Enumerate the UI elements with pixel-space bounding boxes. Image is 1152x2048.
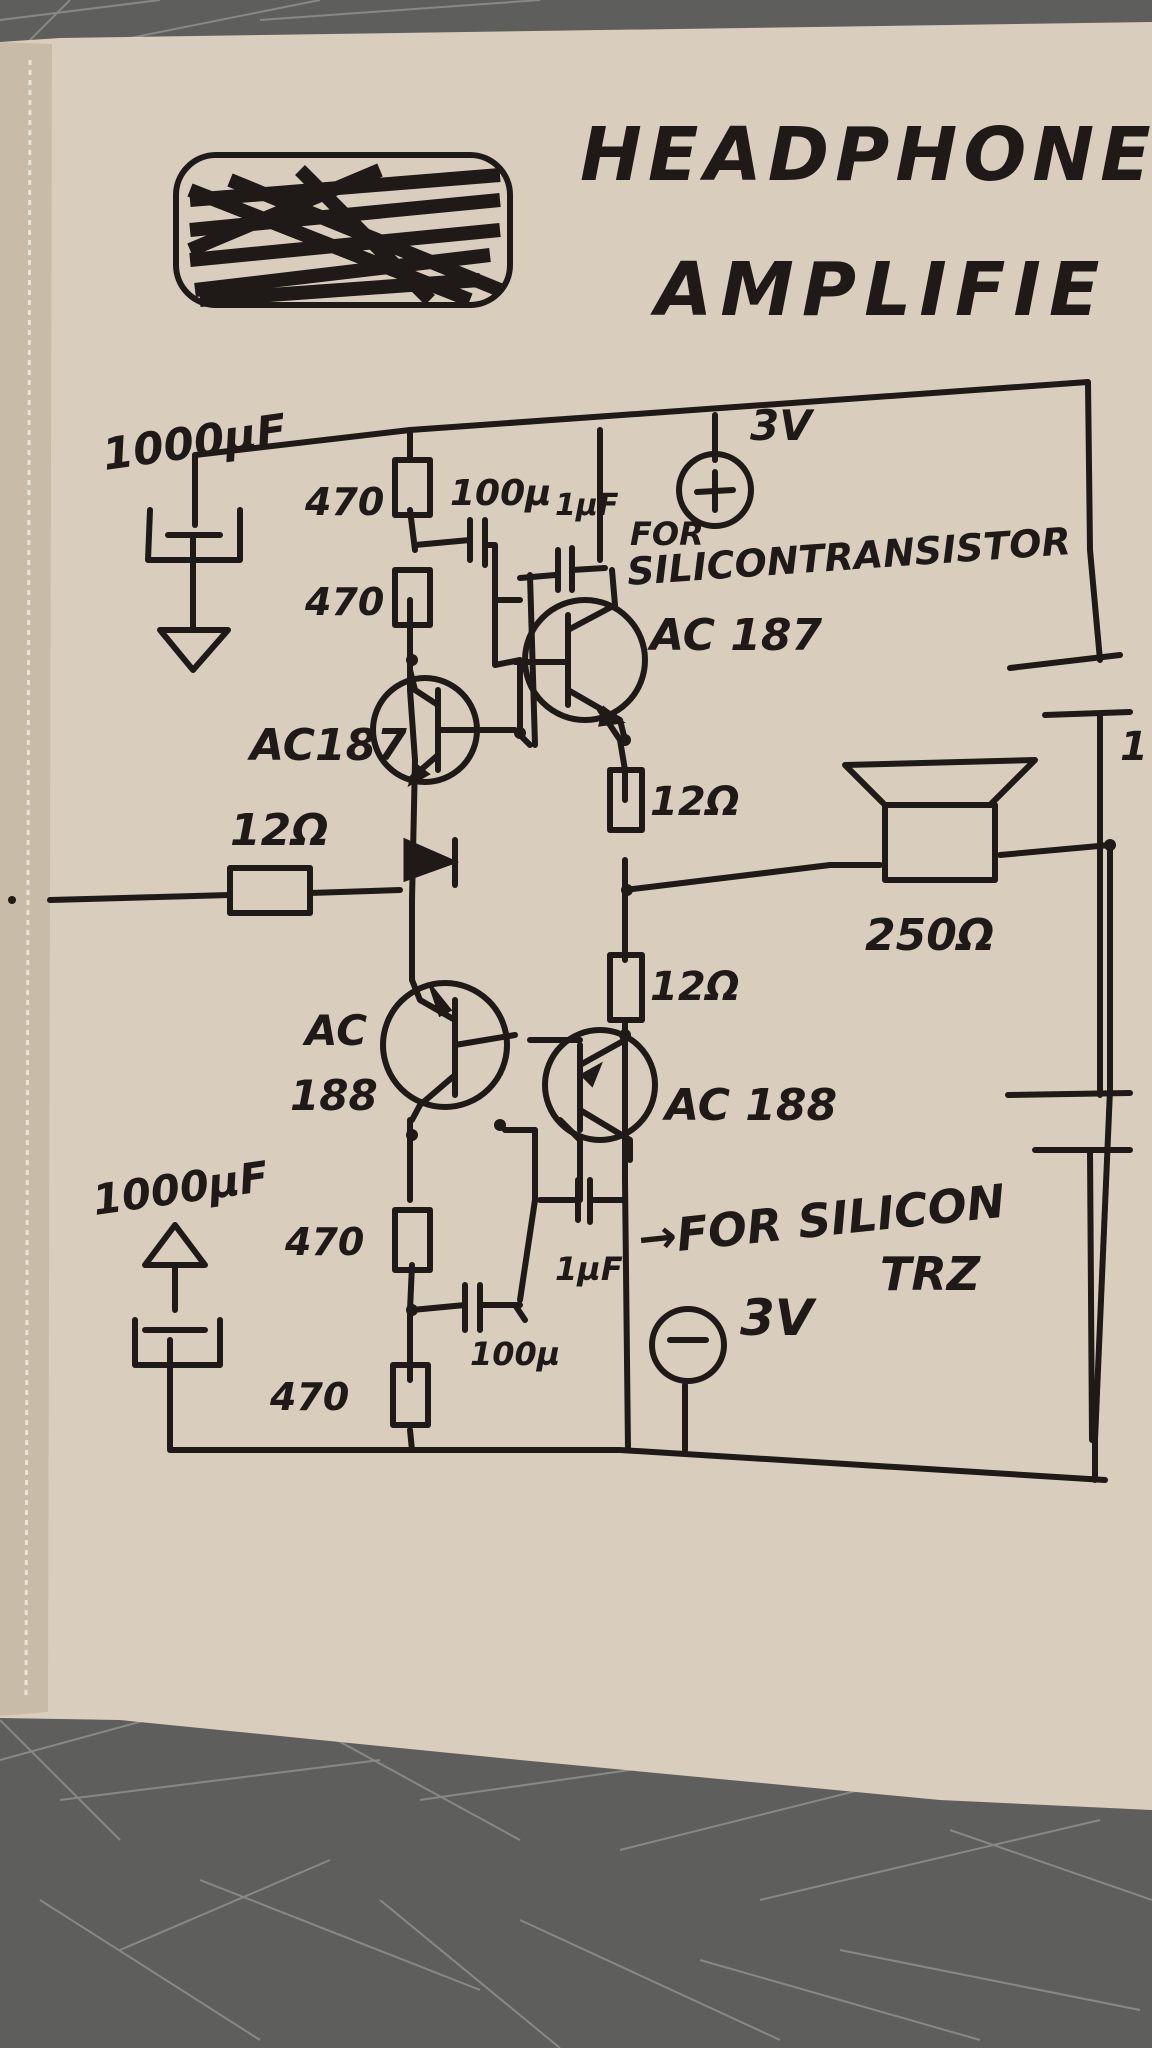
resistor-470-top-2 bbox=[392, 567, 433, 628]
r-emit-1-label: 12Ω bbox=[650, 779, 740, 825]
resistor-12-emitter-2 bbox=[607, 952, 645, 1023]
cap-1000uf-top bbox=[145, 507, 243, 568]
note-bottom-line-2: TRZ bbox=[880, 1247, 982, 1301]
ground-icon bbox=[157, 562, 231, 673]
speaker-icon bbox=[842, 757, 1038, 883]
cap-100u-bot-label: 100µ bbox=[470, 1335, 560, 1373]
cap-1000uf-bottom bbox=[132, 1222, 223, 1368]
r-emit-2-label: 12Ω bbox=[650, 964, 740, 1010]
transistor-ac187-left bbox=[370, 667, 480, 788]
r-top-2-label: 470 bbox=[304, 580, 384, 624]
input-terminal bbox=[8, 896, 16, 904]
t2-label: AC 187 bbox=[647, 610, 823, 661]
t3-label-2: 188 bbox=[290, 1071, 378, 1120]
supply-pos-label: 3V bbox=[750, 401, 815, 450]
transistor-ac187-right bbox=[512, 567, 648, 743]
redaction-scribble-icon bbox=[173, 152, 513, 308]
title-line-1: HEADPHONES bbox=[580, 112, 1152, 198]
paper-spine bbox=[0, 42, 52, 1716]
r-bot-1-label: 470 bbox=[284, 1220, 364, 1264]
r-bot-2-label: 470 bbox=[269, 1375, 349, 1419]
speaker-label: 250Ω bbox=[865, 910, 994, 961]
note-top-line-1: FOR bbox=[630, 515, 704, 553]
diode-junction bbox=[403, 837, 460, 888]
r-input-label: 12Ω bbox=[230, 805, 329, 856]
cap-1uf-top bbox=[517, 545, 608, 593]
paper-page bbox=[0, 22, 1152, 1810]
plus-supply-icon bbox=[676, 451, 754, 529]
resistor-470-bottom-2 bbox=[390, 1362, 431, 1428]
output-node bbox=[621, 884, 633, 896]
resistor-470-bottom-1 bbox=[392, 1207, 433, 1273]
cap-100u-top-label: 100µ bbox=[450, 473, 552, 514]
cap-100u-top bbox=[412, 517, 523, 733]
r-top-1-label: 470 bbox=[304, 480, 384, 524]
minus-supply-icon bbox=[649, 1306, 727, 1384]
transistor-ac188-left bbox=[380, 977, 518, 1123]
cap-100u-bottom bbox=[409, 1282, 523, 1333]
spine-stitching bbox=[24, 59, 32, 1701]
transistor-ac188-right bbox=[527, 1027, 658, 1163]
cap-1u-top-label: 1µF bbox=[555, 488, 619, 523]
supply-neg-label: 3V bbox=[740, 1289, 817, 1347]
t4-label: AC 188 bbox=[662, 1080, 837, 1131]
resistor-12-emitter-1 bbox=[607, 767, 645, 833]
cap-1u-bot-label: 1µF bbox=[555, 1250, 623, 1288]
t1-label: AC187 bbox=[247, 720, 407, 771]
cut-off-label: 1 bbox=[1120, 724, 1148, 770]
title-line-2: AMPLIFIE bbox=[650, 247, 1107, 333]
t3-label-1: AC bbox=[302, 1006, 367, 1055]
resistor-470-top-1 bbox=[392, 457, 433, 518]
resistor-12-input bbox=[227, 865, 313, 916]
junction-dots bbox=[406, 654, 1116, 1316]
cap-1uf-bottom bbox=[557, 1177, 628, 1225]
